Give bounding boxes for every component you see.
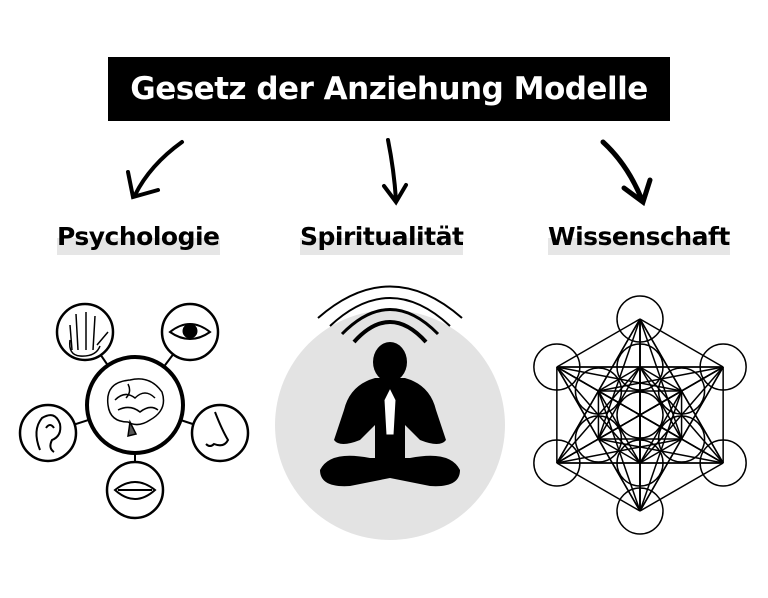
metatrons-cube-icon bbox=[533, 295, 747, 535]
brain-icon bbox=[106, 378, 165, 437]
category-label: Psychologie bbox=[57, 222, 220, 251]
cube-line bbox=[597, 438, 641, 512]
category-label: Wissenschaft bbox=[548, 222, 730, 251]
cube-line bbox=[680, 390, 724, 464]
cube-circle bbox=[657, 415, 706, 463]
cube-circle bbox=[574, 367, 623, 415]
cube-line bbox=[598, 438, 641, 464]
cube-circle bbox=[533, 343, 581, 391]
cube-line bbox=[556, 366, 599, 392]
ear-icon bbox=[35, 414, 62, 453]
category-wissenschaft: Wissenschaft bbox=[548, 222, 730, 255]
cube-line bbox=[556, 366, 600, 440]
cube-line bbox=[639, 438, 683, 512]
cube-line bbox=[597, 390, 641, 464]
cube-line bbox=[556, 390, 600, 464]
cube-line bbox=[556, 462, 641, 512]
cube-line bbox=[598, 366, 641, 392]
mouth-icon bbox=[113, 481, 157, 500]
eye-icon bbox=[168, 323, 212, 340]
meditation-icon bbox=[275, 285, 505, 540]
cube-line bbox=[597, 318, 641, 392]
cube-circle bbox=[616, 487, 664, 535]
arrow-center-icon bbox=[382, 138, 408, 206]
category-psychologie: Psychologie bbox=[57, 222, 220, 255]
cube-circle bbox=[699, 343, 747, 391]
category-spiritualitaet: Spiritualität bbox=[300, 222, 464, 255]
cube-circle bbox=[657, 367, 706, 415]
cube-line bbox=[556, 438, 599, 464]
diagram-title: Gesetz der Anziehung Modelle bbox=[108, 57, 670, 121]
cube-line bbox=[639, 438, 682, 464]
arrow-left-icon bbox=[126, 140, 184, 200]
hand-icon bbox=[68, 312, 109, 357]
cube-line bbox=[639, 366, 682, 392]
cube-line bbox=[680, 366, 724, 440]
cube-line bbox=[598, 390, 682, 440]
category-label: Spiritualität bbox=[300, 222, 464, 251]
cube-circle bbox=[616, 295, 664, 343]
cube-circle bbox=[616, 343, 664, 391]
senses-brain-icon bbox=[18, 302, 250, 520]
cube-line bbox=[639, 318, 683, 392]
nose-icon bbox=[205, 411, 230, 447]
cube-line bbox=[556, 318, 641, 368]
cube-circle bbox=[616, 439, 664, 487]
cube-circle bbox=[574, 415, 623, 463]
cube-circle bbox=[533, 439, 581, 487]
arrow-right-icon bbox=[600, 139, 653, 207]
cube-line bbox=[639, 462, 724, 512]
cube-line bbox=[639, 318, 724, 368]
cube-circle bbox=[699, 439, 747, 487]
cube-circle bbox=[616, 391, 664, 439]
